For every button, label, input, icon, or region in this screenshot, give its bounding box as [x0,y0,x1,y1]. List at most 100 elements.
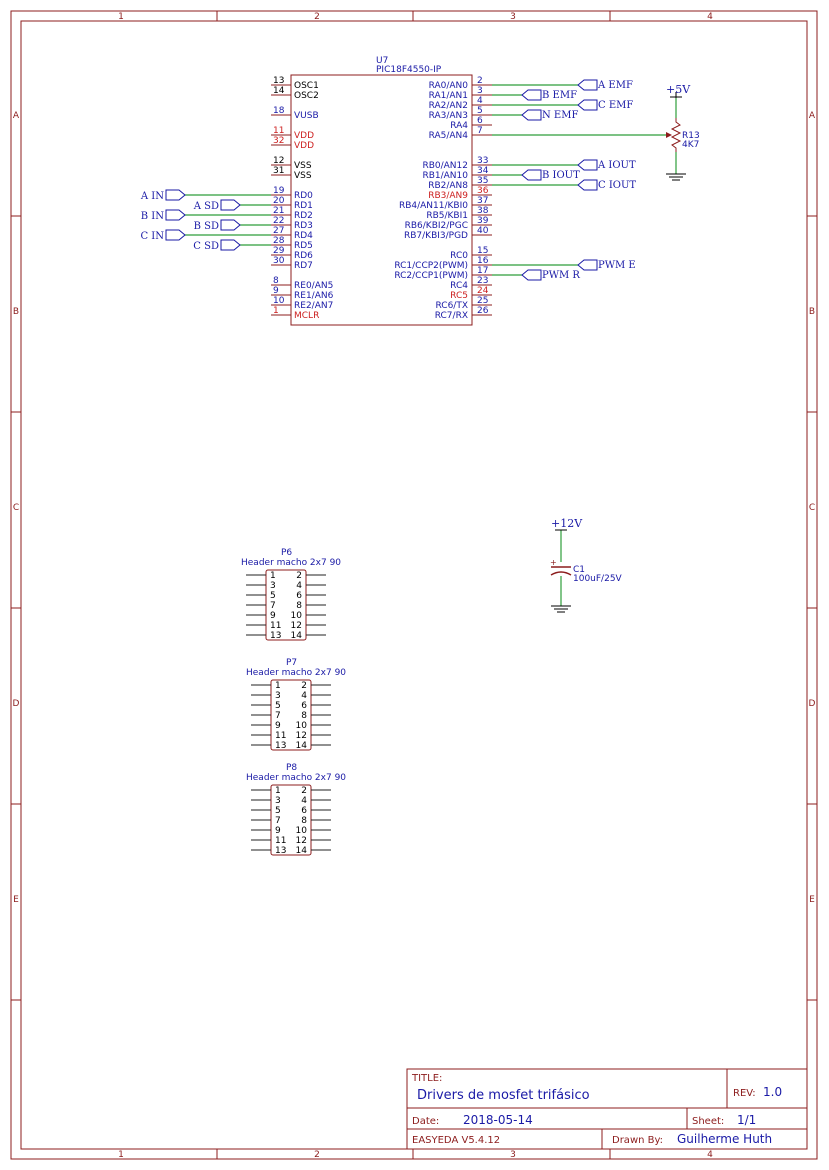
svg-text:PWM R: PWM R [542,270,580,281]
pin-name: RD2 [294,211,313,221]
wires [185,84,677,606]
net-flag-a-emf[interactable]: A EMF [577,79,633,91]
svg-text:C IN: C IN [140,231,164,242]
pin-number: 17 [477,266,488,276]
pin-number: 4 [477,96,483,106]
header-pin-number: 14 [296,846,308,856]
net-flag-c-in[interactable]: C IN [140,229,186,242]
pin-number: 38 [477,206,489,216]
header-pin-number: 7 [275,711,281,721]
pin-name: RC4 [450,281,468,291]
resistor-r13[interactable]: R13 4K7 [666,118,700,152]
resistor-ref: R13 [682,131,700,141]
pin-name: RD6 [294,251,313,261]
capacitor-c1[interactable]: + C1 100uF/25V [550,558,623,584]
zone-col-bottom-4: 4 [707,1150,713,1160]
header-pin-number: 6 [301,806,307,816]
net-flag-n-emf[interactable]: N EMF [521,109,578,121]
pin-name: RC6/TX [435,301,468,311]
net-flag-a-in[interactable]: A IN [140,189,186,202]
ground-r13 [666,173,686,181]
header-pin-number: 10 [296,826,308,836]
net-flags-left: A IN A SD B IN B SD C IN C SD [140,189,241,252]
pin-name: RC0 [450,251,468,261]
net-flag-b-iout[interactable]: B IOUT [521,169,580,181]
pin-number: 10 [273,296,285,306]
pin-name: RB1/AN10 [422,171,468,181]
pin-name: RA4 [450,121,468,131]
pin-name: RA5/AN4 [429,131,469,141]
zone-row-right-e: E [809,895,815,905]
power-5v[interactable]: +5V [666,83,691,98]
net-flag-pwm-e[interactable]: PWM E [577,259,636,271]
header-pin-number: 10 [296,721,308,731]
header-pin-number: 5 [275,701,281,711]
net-flag-c-sd[interactable]: C SD [193,239,241,252]
net-flag-c-emf[interactable]: C EMF [577,99,633,111]
header-pin-number: 9 [275,826,281,836]
header-ref: P8 [286,763,297,773]
net-flag-b-emf[interactable]: B EMF [521,89,577,101]
header-pin-number: 4 [296,581,302,591]
net-flag-c-iout[interactable]: C IOUT [577,179,636,191]
pin-name: RA2/AN2 [429,101,468,111]
net-flag-b-in[interactable]: B IN [141,209,186,222]
net-flag-a-sd[interactable]: A SD [193,199,241,212]
pin-number: 12 [273,156,284,166]
net-flag-b-sd[interactable]: B SD [194,219,241,232]
pin-number: 40 [477,226,489,236]
net-flag-pwm-r[interactable]: PWM R [521,269,580,281]
pin-name: RC2/CCP1(PWM) [394,271,468,281]
net-flag-a-iout[interactable]: A IOUT [577,159,636,171]
header-pin-number: 14 [291,631,303,641]
pin-name: RB3/AN9 [428,191,468,201]
power-12v[interactable]: +12V [551,517,583,531]
